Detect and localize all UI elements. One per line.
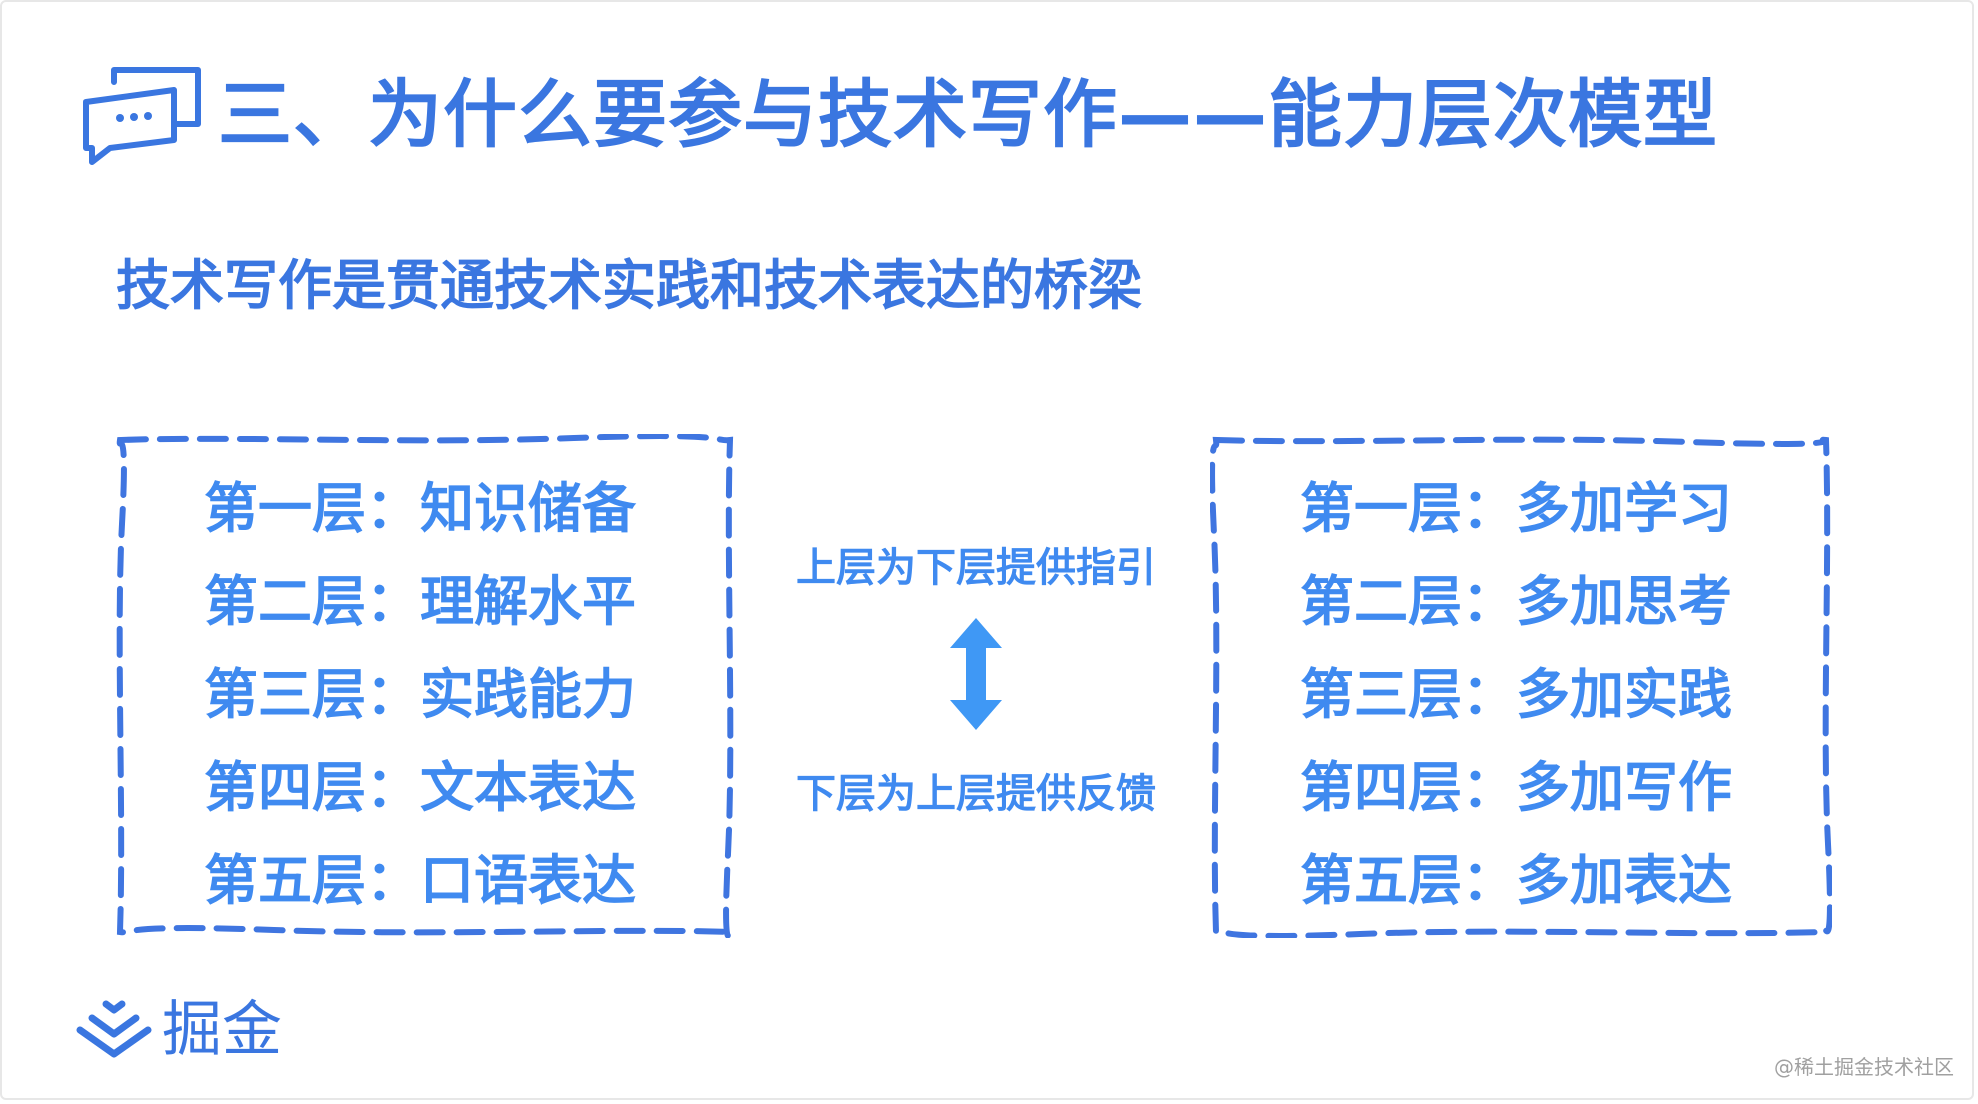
guidance-text: 上层为下层提供指引 (796, 545, 1156, 591)
actions-box: 第一层：多加学习 第二层：多加思考 第三层：多加实践 第四层：多加写作 第五层：… (1210, 434, 1832, 938)
action-layer-list: 第一层：多加学习 第二层：多加思考 第三层：多加实践 第四层：多加写作 第五层：… (1300, 462, 1732, 927)
knowledge-layer-list: 第一层：知识储备 第二层：理解水平 第三层：实践能力 第四层：文本表达 第五层：… (204, 462, 636, 927)
list-item: 第三层：多加实践 (1300, 663, 1732, 726)
juejin-logo-icon (76, 1000, 152, 1058)
list-item: 第四层：文本表达 (204, 756, 636, 819)
page-title: 三、为什么要参与技术写作——能力层次模型 (218, 72, 1718, 158)
juejin-logo: 掘金 (76, 990, 282, 1070)
list-item: 第五层：多加表达 (1300, 849, 1732, 912)
chat-bubbles-icon (83, 67, 201, 165)
list-item: 第二层：理解水平 (204, 570, 636, 633)
dashed-border (1210, 436, 1832, 938)
list-item: 第二层：多加思考 (1300, 570, 1732, 633)
dashed-border (116, 434, 734, 938)
list-item: 第五层：口语表达 (204, 849, 636, 912)
knowledge-layers-box: 第一层：知识储备 第二层：理解水平 第三层：实践能力 第四层：文本表达 第五层：… (114, 434, 736, 938)
watermark: @稀土掘金技术社区 (1774, 1055, 1954, 1079)
double-arrow-vertical-icon (950, 618, 1002, 730)
logo-text: 掘金 (162, 995, 282, 1065)
list-item: 第四层：多加写作 (1300, 756, 1732, 819)
list-item: 第三层：实践能力 (204, 663, 636, 726)
page-subtitle: 技术写作是贯通技术实践和技术表达的桥梁 (116, 254, 1142, 317)
list-item: 第一层：多加学习 (1300, 477, 1732, 540)
feedback-text: 下层为上层提供反馈 (796, 771, 1156, 817)
list-item: 第一层：知识储备 (204, 477, 636, 540)
